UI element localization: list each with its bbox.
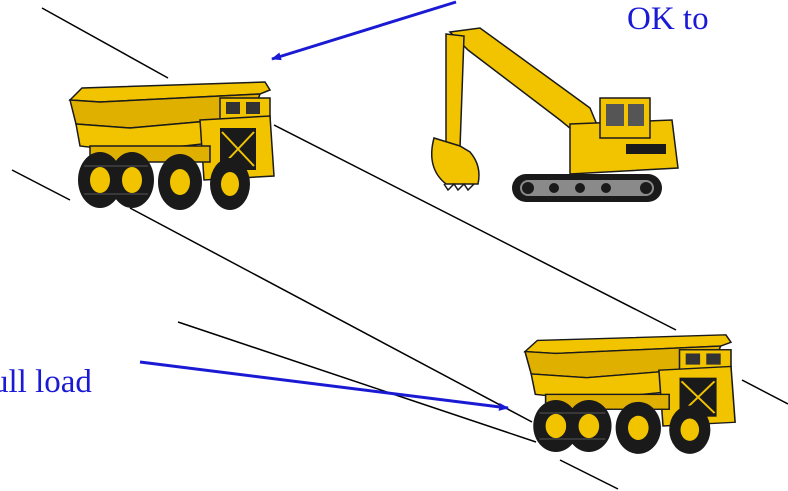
arrow-to-bottom-truck bbox=[139, 360, 509, 411]
road-line bbox=[129, 207, 533, 423]
road-line bbox=[177, 321, 537, 443]
road-line bbox=[11, 169, 71, 201]
road-line bbox=[273, 124, 677, 331]
road-line bbox=[741, 379, 788, 405]
haul-truck-icon bbox=[69, 81, 275, 211]
full-load-label: ull load bbox=[0, 364, 92, 400]
road-line bbox=[41, 7, 169, 79]
road-line bbox=[559, 459, 619, 490]
arrow-to-top-truck bbox=[271, 0, 457, 61]
ok-to-label: OK to bbox=[627, 1, 709, 37]
haul-truck-icon bbox=[523, 333, 737, 455]
excavator-icon bbox=[430, 27, 679, 203]
